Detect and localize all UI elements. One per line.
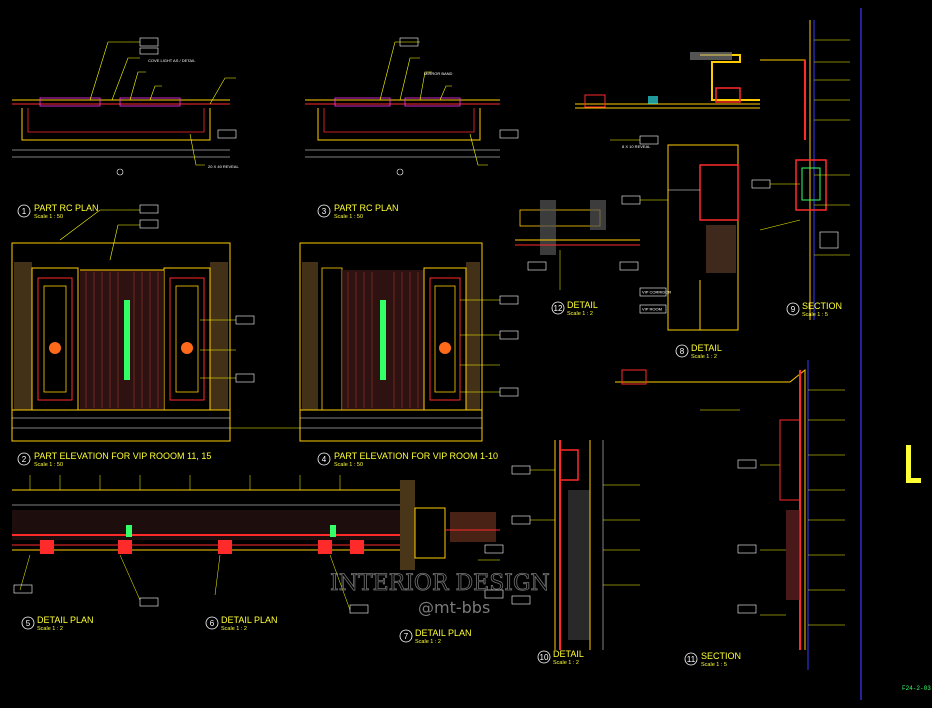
leader-note: 20 X 40 REVEAL bbox=[208, 164, 239, 169]
view-scale: Scale 1 : 2 bbox=[567, 311, 593, 317]
view-number: 7 bbox=[404, 632, 409, 641]
view-title-9: 9 SECTION Scale 1 : 5 bbox=[786, 301, 842, 318]
view-title: SECTION bbox=[802, 301, 842, 311]
watermark-title: INTERIOR DESIGN bbox=[330, 571, 550, 596]
view-title: PART RC PLAN bbox=[334, 203, 399, 213]
ceiling-detail: 8 X 10 REVEAL bbox=[575, 52, 806, 149]
view-title: DETAIL bbox=[553, 649, 584, 659]
rc-plan-view-3: MIRROR BAND bbox=[305, 37, 519, 176]
view-scale: Scale 1 : 50 bbox=[34, 462, 63, 468]
view-scale: Scale 1 : 50 bbox=[334, 462, 363, 468]
view-title-5: 5 DETAIL PLAN Scale 1 : 2 bbox=[21, 615, 94, 632]
view-title-11: 11 SECTION Scale 1 : 5 bbox=[684, 651, 741, 668]
view-title-7: 7 DETAIL PLAN Scale 1 : 2 bbox=[399, 628, 472, 645]
rc-plan-view-1: COVE LIGHT AS / DETAIL 20 X 40 REVEAL bbox=[12, 37, 239, 176]
view-title: SECTION bbox=[701, 651, 741, 661]
view-number: 9 bbox=[791, 305, 796, 314]
view-scale: Scale 1 : 5 bbox=[701, 662, 727, 668]
view-scale: Scale 1 : 50 bbox=[334, 214, 363, 220]
section-view-9 bbox=[751, 20, 850, 320]
view-title-3: 3 PART RC PLAN Scale 1 : 50 bbox=[317, 203, 399, 220]
view-title-12: 12 DETAIL Scale 1 : 2 bbox=[551, 300, 598, 317]
view-number: 10 bbox=[540, 653, 549, 662]
view-title: PART RC PLAN bbox=[34, 203, 99, 213]
view-title: PART ELEVATION FOR VIP ROOM 1-10 bbox=[334, 451, 498, 461]
sheet-number-stamp: F24-2-03 bbox=[902, 685, 931, 692]
view-scale: Scale 1 : 2 bbox=[691, 354, 717, 360]
view-title: DETAIL bbox=[691, 343, 722, 353]
view-title-6: 6 DETAIL PLAN Scale 1 : 2 bbox=[205, 615, 278, 632]
view-number: 1 bbox=[22, 207, 27, 216]
watermark-handle: @mt-bbs bbox=[418, 598, 490, 617]
view-title-8: 8 DETAIL Scale 1 : 2 bbox=[675, 343, 722, 360]
leader-note: 8 X 10 REVEAL bbox=[622, 144, 651, 149]
view-title: DETAIL bbox=[567, 300, 598, 310]
detail-view-8: VIP CORRIDOR VIP ROOM bbox=[621, 144, 739, 331]
view-number: 5 bbox=[26, 619, 31, 628]
vip-corridor-tag: VIP CORRIDOR bbox=[642, 290, 671, 295]
view-title: DETAIL PLAN bbox=[415, 628, 472, 638]
view-number: 6 bbox=[210, 619, 215, 628]
view-number: 3 bbox=[322, 207, 327, 216]
view-number: 12 bbox=[554, 304, 563, 313]
view-title-1: 1 PART RC PLAN Scale 1 : 50 bbox=[17, 203, 99, 220]
view-scale: Scale 1 : 2 bbox=[415, 639, 441, 645]
view-scale: Scale 1 : 2 bbox=[37, 626, 63, 632]
view-number: 11 bbox=[687, 655, 696, 664]
view-number: 8 bbox=[680, 347, 685, 356]
view-scale: Scale 1 : 2 bbox=[553, 660, 579, 666]
detail-view-10 bbox=[511, 440, 640, 650]
view-title-2: 2 PART ELEVATION FOR VIP ROOOM 11, 15 Sc… bbox=[17, 451, 211, 468]
view-title: PART ELEVATION FOR VIP ROOOM 11, 15 bbox=[34, 451, 211, 461]
view-scale: Scale 1 : 5 bbox=[802, 312, 828, 318]
view-scale: Scale 1 : 2 bbox=[221, 626, 247, 632]
leader-note: COVE LIGHT AS / DETAIL bbox=[148, 58, 196, 63]
sheet-logo-mark bbox=[906, 445, 921, 483]
leader-note: MIRROR BAND bbox=[424, 71, 453, 76]
detail-view-12 bbox=[515, 200, 640, 290]
elevation-view-2 bbox=[11, 204, 255, 442]
view-title: DETAIL PLAN bbox=[221, 615, 278, 625]
vip-room-tag: VIP ROOM bbox=[642, 307, 662, 312]
view-title: DETAIL PLAN bbox=[37, 615, 94, 625]
section-view-11 bbox=[615, 360, 845, 670]
view-scale: Scale 1 : 50 bbox=[34, 214, 63, 220]
view-title-4: 4 PART ELEVATION FOR VIP ROOM 1-10 Scale… bbox=[317, 451, 498, 468]
detail-plans-strip bbox=[12, 475, 504, 614]
view-number: 4 bbox=[322, 455, 327, 464]
view-number: 2 bbox=[22, 455, 27, 464]
elevation-view-4 bbox=[230, 242, 519, 442]
view-title-10: 10 DETAIL Scale 1 : 2 bbox=[537, 649, 584, 666]
